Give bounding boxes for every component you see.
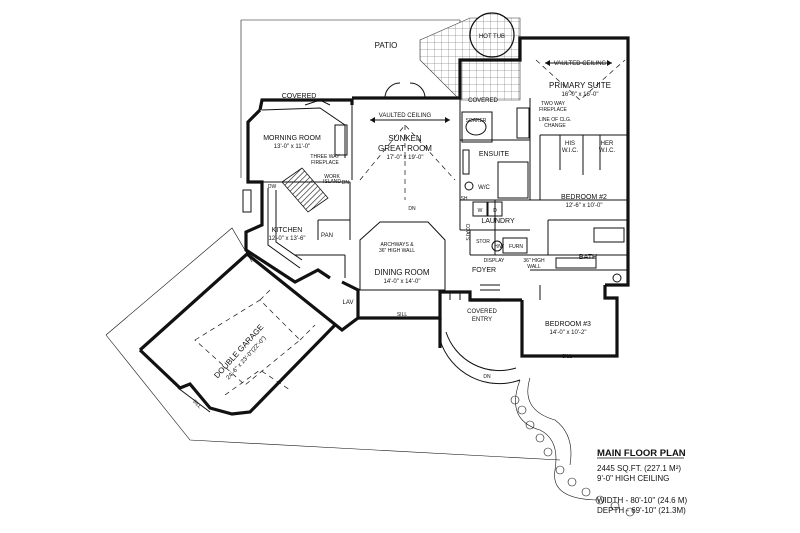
svg-text:DISPLAY: DISPLAY <box>484 258 505 264</box>
bath-fixtures <box>555 227 625 283</box>
svg-text:LINE OF CLG.: LINE OF CLG. <box>539 117 572 123</box>
toilet <box>464 181 474 191</box>
svg-text:ARCHWAYS &: ARCHWAYS & <box>380 242 414 248</box>
bedroom2-label: BEDROOM #2 <box>561 194 607 201</box>
primary-suite-label: PRIMARY SUITE <box>549 81 611 90</box>
svg-text:VAULTED CEILING: VAULTED CEILING <box>554 61 607 67</box>
svg-text:H/W: H/W <box>494 244 504 250</box>
svg-text:WORK: WORK <box>324 174 340 180</box>
laundry-label: LAUNDRY <box>481 218 515 225</box>
bedroom3-dim: 14'-0" x 10'-2" <box>550 330 587 336</box>
bath-label: BATH <box>579 254 597 261</box>
svg-text:ISLAND: ISLAND <box>323 179 341 185</box>
kitchen-fixtures <box>242 124 348 269</box>
fireplace <box>334 124 348 156</box>
covered-mid-label: COVERED <box>468 98 498 104</box>
svg-text:TWO WAY: TWO WAY <box>541 101 566 107</box>
svg-text:DN: DN <box>483 374 491 380</box>
bedroom2-dim: 12'-6" x 10'-0" <box>566 203 603 209</box>
svg-text:W: W <box>478 208 483 214</box>
great-room-ceiling <box>359 82 456 200</box>
svg-text:SH: SH <box>461 196 468 202</box>
svg-text:SOAKER: SOAKER <box>466 118 487 124</box>
great-room-label-2: GREAT ROOM <box>378 144 432 153</box>
svg-text:SILL: SILL <box>397 312 408 318</box>
exterior-walls <box>244 36 630 358</box>
svg-text:36" HIGH WALL: 36" HIGH WALL <box>379 248 415 254</box>
svg-text:W.I.C.: W.I.C. <box>599 148 616 154</box>
ensuite-label: ENSUITE <box>479 151 510 158</box>
svg-text:FIREPLACE: FIREPLACE <box>311 160 339 166</box>
svg-text:STOR: STOR <box>476 239 490 245</box>
kitchen-label: KITCHEN <box>272 227 303 234</box>
svg-text:HIS: HIS <box>565 141 575 147</box>
two-way-fireplace <box>516 107 530 139</box>
plan-width: WIDTH - 80'-10" (24.6 M) <box>597 496 687 505</box>
svg-text:WALL: WALL <box>527 264 541 270</box>
garage <box>105 227 561 461</box>
shower <box>497 161 529 199</box>
hot-tub <box>469 12 515 58</box>
svg-text:CHANGE: CHANGE <box>544 123 566 129</box>
lav-label: LAV <box>343 300 354 306</box>
svg-text:HER: HER <box>601 141 614 147</box>
plan-ceiling: 9'-0" HIGH CEILING <box>597 474 669 483</box>
landscape-shrubs <box>510 395 635 517</box>
great-room-dim: 17'-0" x 19'-0" <box>387 155 424 161</box>
interior-walls <box>261 98 628 300</box>
svg-text:DN: DN <box>408 206 416 212</box>
dining-room-label: DINING ROOM <box>374 268 429 277</box>
svg-text:DN: DN <box>342 180 350 186</box>
svg-text:ENTRY: ENTRY <box>472 317 492 323</box>
entry-walkway <box>439 331 635 517</box>
hot-tub-label: HOT TUB <box>479 34 505 40</box>
kitchen-dim: 12'-0" x 13'-6" <box>269 236 306 242</box>
patio-label: PATIO <box>375 41 398 50</box>
laundry-fixtures <box>472 201 528 254</box>
soaker-tub <box>465 118 487 136</box>
pan-label: PAN <box>321 233 333 239</box>
primary-dim: 16'-0" x 16'-0" <box>562 92 599 98</box>
svg-text:36" HIGH: 36" HIGH <box>523 258 545 264</box>
morning-room-label: MORNING ROOM <box>263 135 321 142</box>
ensuite-fixtures <box>461 111 529 199</box>
svg-text:W.I.C.: W.I.C. <box>562 148 579 154</box>
morning-room-dim: 13'-0" x 11'-0" <box>274 144 310 150</box>
work-island <box>281 167 329 213</box>
plan-info: MAIN FLOOR PLAN 2445 SQ.FT. (227.1 M²) 9… <box>597 448 687 515</box>
foyer-label: FOYER <box>472 267 496 274</box>
primary-ceiling <box>516 59 626 139</box>
svg-text:THREE WAY: THREE WAY <box>310 154 340 160</box>
svg-text:FIREPLACE: FIREPLACE <box>539 107 567 113</box>
svg-text:COATS: COATS <box>464 224 470 242</box>
svg-text:D: D <box>493 208 497 214</box>
covered-top-label: COVERED <box>282 93 317 100</box>
bathtub <box>593 227 625 243</box>
great-room-label-1: SUNKEN <box>388 134 422 143</box>
dining-dim: 14'-0" x 14'-0" <box>384 279 421 285</box>
svg-text:COVERED: COVERED <box>467 309 497 315</box>
svg-text:SILL: SILL <box>562 354 573 360</box>
svg-text:SILL: SILL <box>191 399 203 411</box>
svg-text:DW: DW <box>268 184 277 190</box>
plan-depth: DEPTH - 69'-10" (21.3M) <box>597 506 686 515</box>
svg-text:VAULTED CEILING: VAULTED CEILING <box>379 113 432 119</box>
stairs <box>439 284 500 300</box>
bedroom3-label: BEDROOM #3 <box>545 321 591 328</box>
plan-title: MAIN FLOOR PLAN <box>597 448 686 459</box>
svg-text:FURN: FURN <box>509 244 523 250</box>
plan-area: 2445 SQ.FT. (227.1 M²) <box>597 464 681 473</box>
svg-text:W/C: W/C <box>478 185 490 191</box>
